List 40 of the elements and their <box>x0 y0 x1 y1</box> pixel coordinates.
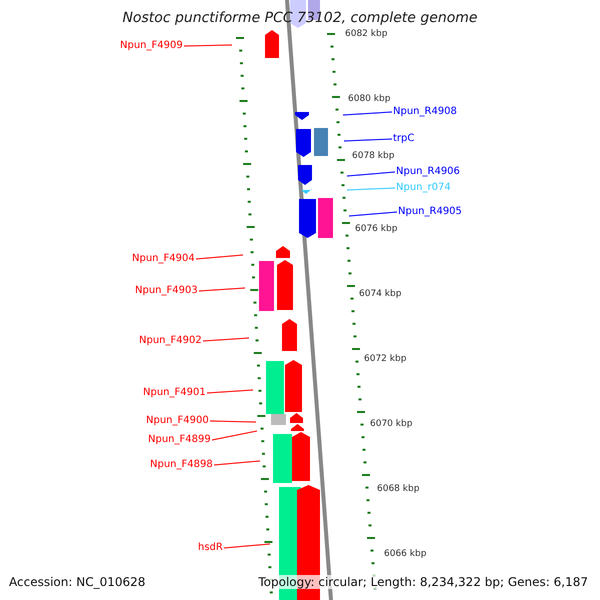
scale-label: 6076 kbp <box>355 224 398 235</box>
accession-text: Accession: NC_010628 <box>9 575 146 589</box>
gene-label: Npun_F4904 <box>132 253 195 265</box>
leader-line <box>348 212 398 216</box>
gene-label: Npun_F4909 <box>120 40 183 52</box>
scale-label: 6072 kbp <box>364 354 406 365</box>
leader-line <box>184 44 232 46</box>
scale-label: 6068 kbp <box>377 484 420 495</box>
leader-line <box>202 338 250 342</box>
scale-label: 6078 kbp <box>352 151 394 162</box>
leader-line <box>212 430 258 440</box>
leader-line <box>342 112 392 116</box>
leader-line <box>224 544 270 548</box>
leader-line <box>346 188 396 190</box>
gene-label: Npun_F4903 <box>135 285 198 297</box>
gene-label: trpC <box>393 133 414 145</box>
scale-label: 6070 kbp <box>370 419 412 430</box>
gene-label: Npun_F4898 <box>150 459 213 471</box>
scale-label: 6080 kbp <box>348 94 390 105</box>
gene-label: Npun_R4905 <box>398 206 462 218</box>
scale-label: 6074 kbp <box>359 289 402 300</box>
gene-label: Npun_R4908 <box>393 106 457 118</box>
title: Nostoc punctiforme PCC 73102, complete genome <box>121 10 479 26</box>
scale-label: 6082 kbp <box>345 29 388 40</box>
leader-line <box>344 138 392 142</box>
leader-line <box>214 460 260 466</box>
leader-line <box>196 254 244 260</box>
gene-label: Npun_F4900 <box>146 415 209 427</box>
gene-label: Npun_r074 <box>396 182 451 194</box>
gene-label: Npun_R4906 <box>396 166 460 178</box>
gene-label: Npun_F4902 <box>139 335 202 347</box>
gene-label: Npun_F4899 <box>148 434 211 446</box>
genome-info-text: Topology: circular; Length: 8,234,322 bp; Genes: 6,187 <box>258 575 588 589</box>
leader-line <box>198 288 246 292</box>
leader-line <box>346 172 396 176</box>
gene-label: hsdR <box>198 542 223 554</box>
leader-line <box>210 420 256 422</box>
gene-label: Npun_F4901 <box>143 387 206 399</box>
leader-line <box>206 390 254 394</box>
scale-label: 6066 kbp <box>384 549 426 560</box>
